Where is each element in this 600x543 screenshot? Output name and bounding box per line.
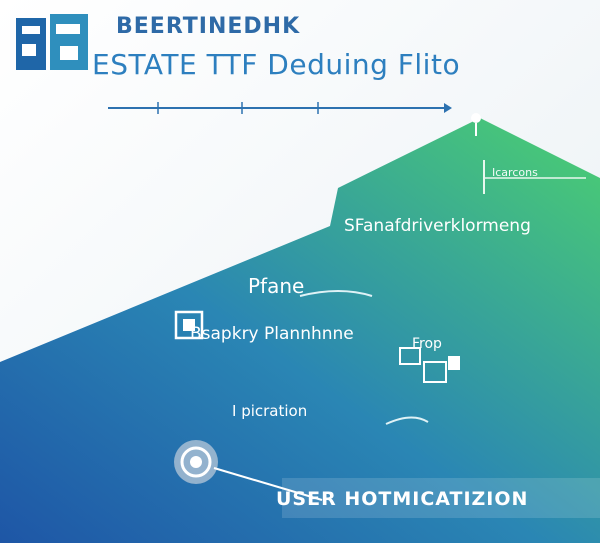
- footer-label: USER HOTMICATIZION: [276, 488, 529, 510]
- phase-label: Pfane: [248, 274, 305, 298]
- stop-label: Frop: [412, 336, 442, 352]
- peak-figure-icon: [471, 113, 481, 136]
- step-icon: [174, 310, 204, 340]
- section-label: SFanafdriverklormeng: [344, 216, 531, 236]
- planning-label: Bsapkry Plannhnne: [190, 324, 354, 344]
- corner-label: Icarcons: [492, 166, 538, 179]
- header-subtitle: ESTATE TTF Deduing Flito: [92, 48, 461, 81]
- logo-icon: [16, 14, 88, 70]
- header-title: BEERTINEDHK: [116, 14, 301, 39]
- footer-band: [282, 478, 600, 518]
- target-icon: [174, 440, 218, 484]
- preparation-label: I picration: [232, 402, 308, 420]
- cluster-icon: [399, 347, 460, 383]
- mountain-shape: [0, 118, 600, 543]
